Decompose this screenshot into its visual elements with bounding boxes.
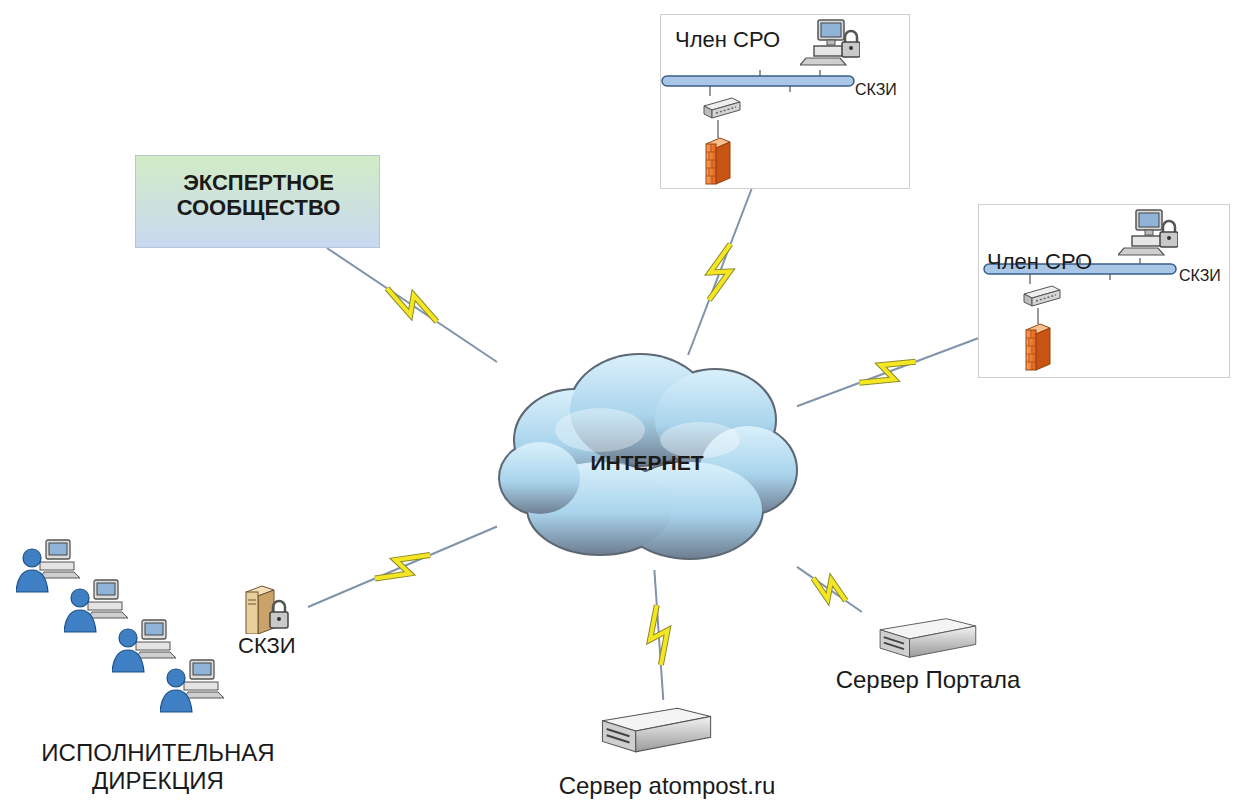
wireless-link <box>327 248 497 362</box>
user-workstations <box>16 540 288 712</box>
member-network <box>662 20 860 184</box>
node-label: ЭКСПЕРТНОЕ СООБЩЕСТВО <box>136 170 381 221</box>
node-label: Сервер atompost.ru <box>512 772 822 800</box>
member-frame: Член СРО СКЗИ <box>660 14 910 189</box>
node-label: Сервер Портала <box>808 666 1048 694</box>
server-node: Сервер Портала <box>808 612 1048 704</box>
node-label: ИНТЕРНЕТ <box>497 451 797 475</box>
node-label: ИСПОЛНИТЕЛЬНАЯ ДИРЕКЦИЯ <box>8 739 308 794</box>
node-label: СКЗИ <box>855 81 897 99</box>
member-network <box>984 210 1178 370</box>
wireless-link <box>688 189 751 355</box>
wireless-link <box>797 338 978 406</box>
server-node: Сервер atompost.ru <box>512 700 822 808</box>
wireless-link <box>797 567 862 612</box>
node-label: СКЗИ <box>238 633 296 658</box>
cloud-node: ИНТЕРНЕТ <box>497 355 797 570</box>
node-label: Член СРО <box>987 249 1092 274</box>
executive-group: СКЗИ ИСПОЛНИТЕЛЬНАЯ ДИРЕКЦИЯ <box>8 535 308 807</box>
wireless-link <box>308 526 497 607</box>
node-label: Член СРО <box>675 27 780 52</box>
member-frame: Член СРО СКЗИ <box>978 204 1230 378</box>
community-box: ЭКСПЕРТНОЕ СООБЩЕСТВО <box>135 155 380 248</box>
server-icon <box>880 619 976 658</box>
server-icon <box>602 708 710 752</box>
wireless-link <box>650 570 667 700</box>
node-label: СКЗИ <box>1179 267 1221 285</box>
